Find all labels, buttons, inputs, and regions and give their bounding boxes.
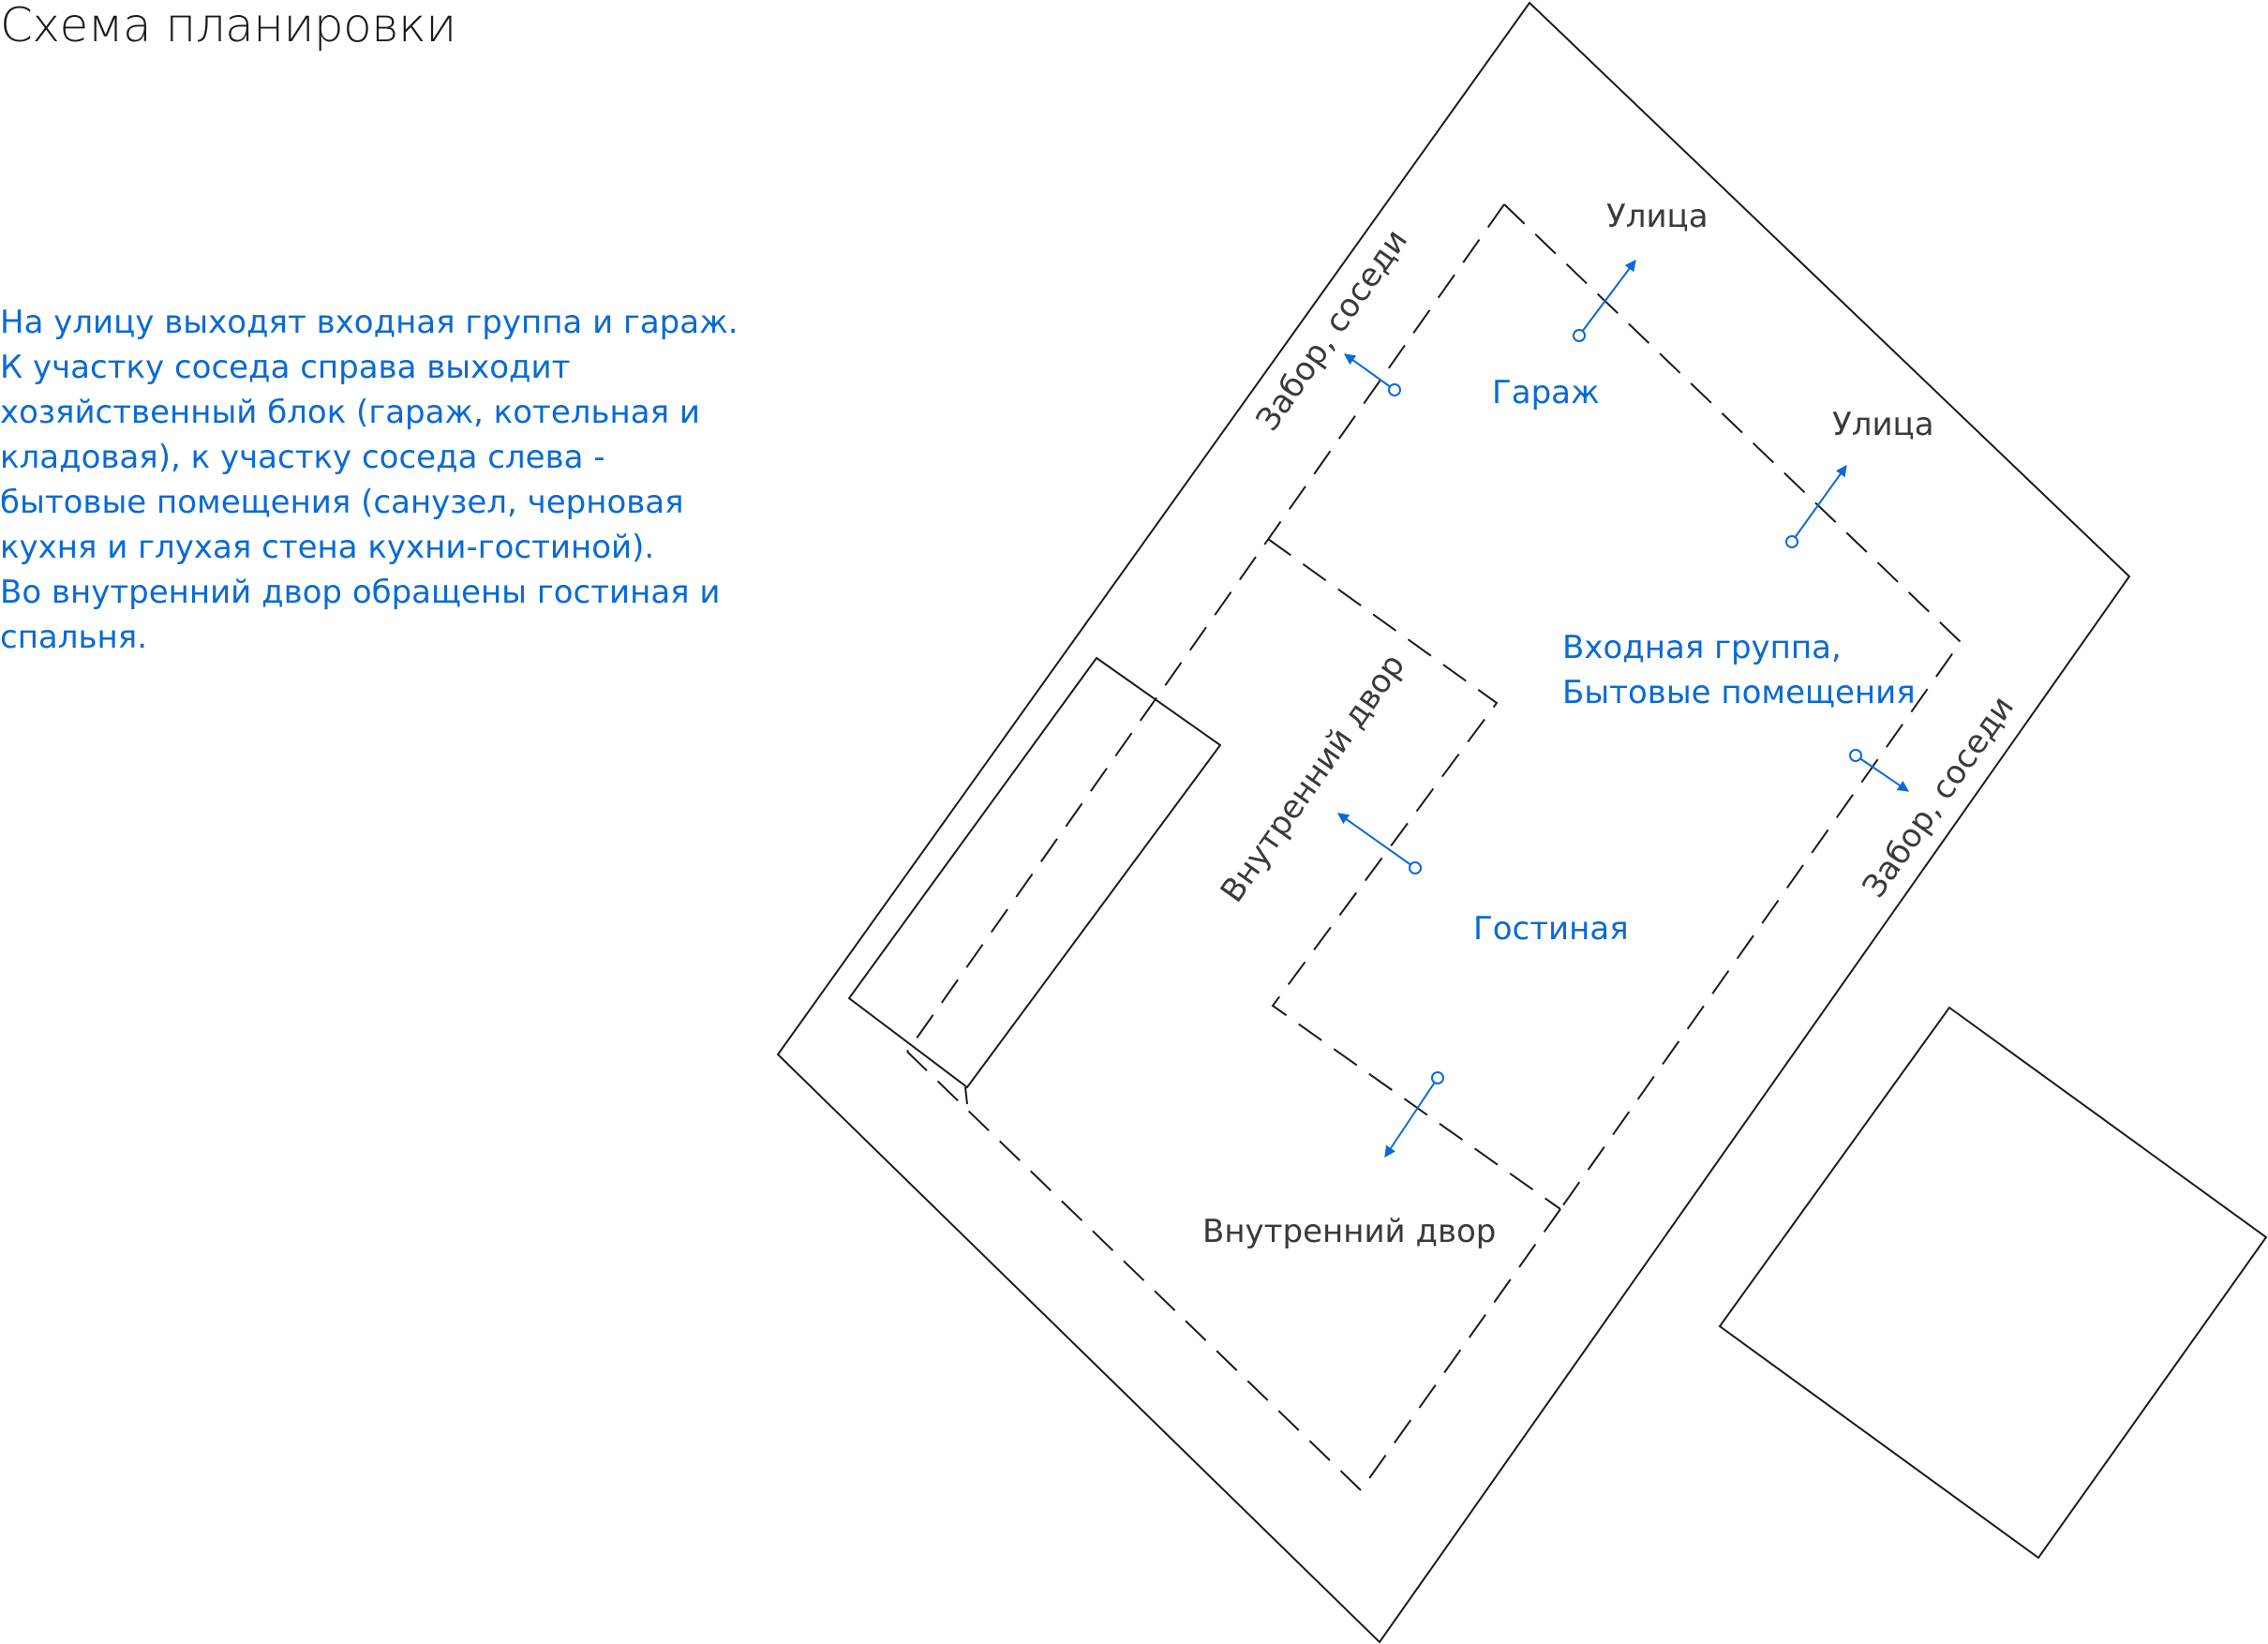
arrow-garage-fence	[1344, 353, 1401, 396]
label-courtyard-vertical: Внутренний двор	[1214, 648, 1413, 910]
label-living: Гостиная	[1473, 910, 1629, 948]
label-entry-line1: Входная группа,	[1562, 629, 1842, 666]
plot-boundary	[776, 1, 2131, 1644]
description-paragraph-1: На улицу выходят входная группа и гараж.	[0, 304, 739, 341]
outbuilding	[847, 656, 1222, 1089]
arrow-garage-street	[1573, 260, 1636, 342]
label-street-right: Улица	[1832, 406, 1934, 443]
arrow-entry-fence	[1849, 749, 1909, 792]
description: На улицу выходят входная группа и гараж.…	[0, 300, 750, 660]
arrow-courtyard-bottom	[1384, 1071, 1444, 1158]
direction-arrows	[1337, 260, 1909, 1158]
label-garage: Гараж	[1492, 374, 1600, 411]
outbuilding-tick	[964, 1086, 968, 1105]
house-outline	[906, 203, 1962, 1491]
label-fence-left: Забор, соседи	[1249, 223, 1415, 439]
label-entry-line2: Бытовые помещения	[1562, 674, 1916, 711]
label-street-top: Улица	[1606, 198, 1708, 235]
description-paragraph-3: Во внутренний двор обращены гостиная и с…	[0, 574, 721, 656]
label-fence-right: Забор, соседи	[1856, 690, 2022, 905]
arrow-living-courtyard	[1337, 813, 1422, 874]
page-title: Схема планировки	[0, 0, 456, 52]
label-courtyard-bottom: Внутренний двор	[1202, 1213, 1496, 1250]
arrow-entry-street	[1785, 465, 1847, 548]
description-paragraph-2: К участку соседа справа выходит хозяйств…	[0, 349, 700, 566]
neighbor-building	[1718, 1006, 2268, 1560]
